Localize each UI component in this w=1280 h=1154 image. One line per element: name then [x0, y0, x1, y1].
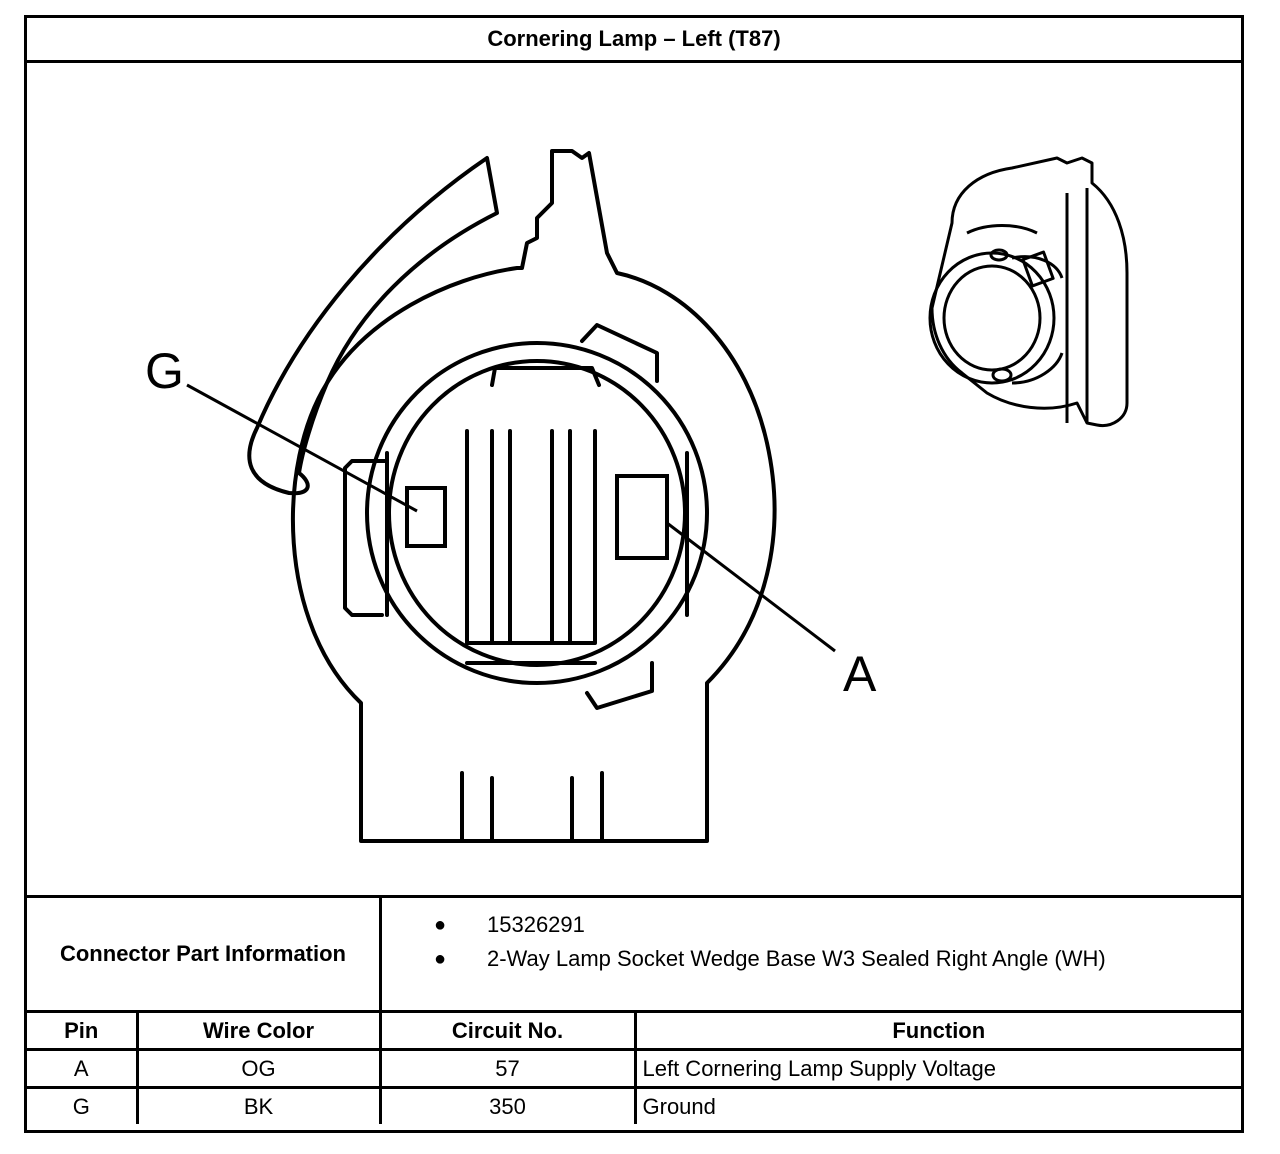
header-function: Function — [633, 1013, 1241, 1051]
pin-table: Pin Wire Color Circuit No. Function A OG… — [27, 1013, 1241, 1124]
terminal-center-slot-2 — [550, 429, 572, 645]
function-cell: Left Cornering Lamp Supply Voltage — [633, 1048, 1241, 1089]
header-wire-color: Wire Color — [135, 1013, 382, 1051]
bullet-icon: ● — [434, 948, 447, 970]
page-title: Cornering Lamp – Left (T87) — [27, 18, 1241, 63]
seal-ring-outer — [365, 341, 709, 685]
pin-cell: G — [27, 1086, 139, 1124]
pin-cell: A — [27, 1048, 139, 1089]
tab-top-right — [580, 323, 659, 383]
part-info-item: ● 15326291 — [382, 908, 1106, 942]
pin-cavity-a — [615, 474, 669, 560]
circuit-cell: 57 — [378, 1048, 637, 1089]
connector-face-view: G A — [145, 149, 1129, 843]
header-pin: Pin — [27, 1013, 139, 1051]
wire-color-cell: BK — [135, 1086, 382, 1124]
function-cell: Ground — [633, 1086, 1241, 1124]
part-number: 15326291 — [487, 912, 585, 937]
part-info-label: Connector Part Information — [27, 898, 382, 1010]
leader-g — [186, 383, 418, 513]
callout-a: A — [843, 646, 877, 702]
terminal-center-slot-1 — [490, 429, 512, 645]
part-info-list: ● 15326291 ● 2-Way Lamp Socket Wedge Bas… — [382, 898, 1106, 976]
housing-outline — [290, 149, 777, 843]
wire-color-cell: OG — [135, 1048, 382, 1089]
seal-ring-inner — [387, 359, 687, 667]
table-row: G BK 350 Ground — [27, 1086, 1241, 1124]
circuit-cell: 350 — [378, 1086, 637, 1124]
terminal-body — [385, 451, 689, 617]
connector-sheet: Cornering Lamp – Left (T87) — [24, 15, 1244, 1133]
tab-bottom-right — [585, 661, 654, 710]
table-row: A OG 57 Left Cornering Lamp Supply Volta… — [27, 1048, 1241, 1089]
part-info-item: ● 2-Way Lamp Socket Wedge Base W3 Sealed… — [382, 942, 1106, 976]
key-notch — [490, 366, 601, 387]
header-circuit-no: Circuit No. — [378, 1013, 637, 1051]
connector-part-info: Connector Part Information ● 15326291 ● … — [27, 895, 1241, 1013]
leader-a — [666, 521, 836, 653]
part-description: 2-Way Lamp Socket Wedge Base W3 Sealed R… — [487, 946, 1106, 971]
pin-table-header: Pin Wire Color Circuit No. Function — [27, 1013, 1241, 1051]
latch-arm — [247, 156, 499, 496]
pin-cavity-g — [405, 486, 447, 548]
bullet-icon: ● — [434, 914, 447, 936]
tab-left — [343, 459, 389, 617]
connector-drawing: G A — [27, 63, 1241, 895]
connector-iso-view — [928, 156, 1129, 428]
wire-outlet — [460, 771, 604, 843]
terminal-outline — [465, 429, 597, 645]
callout-g: G — [145, 343, 184, 399]
